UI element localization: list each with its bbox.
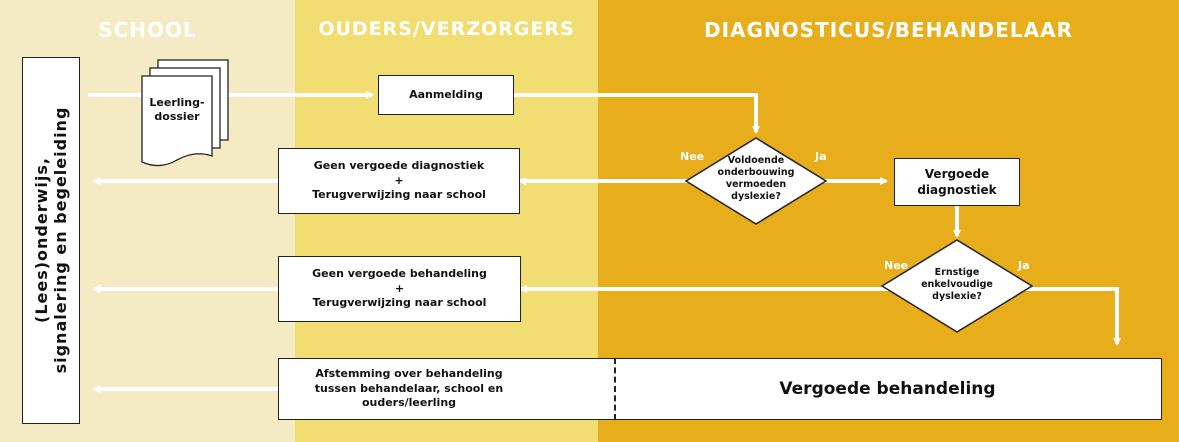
- ouders-header: OUDERS/VERZORGERS: [318, 18, 575, 40]
- afstemming-box: Afstemming over behandeling tussen behan…: [278, 358, 616, 420]
- side-label-line2: signalering en begeleiding: [51, 106, 70, 374]
- decision1-diamond: [684, 137, 828, 225]
- decision2-diamond: [880, 239, 1034, 333]
- school-header: SCHOOL: [98, 18, 197, 42]
- leerlingdossier-label: Leerling- dossier: [149, 96, 205, 123]
- decision1-ja-label: Ja: [815, 150, 827, 163]
- aanmelding-box: Aanmelding: [378, 75, 514, 115]
- vergoede-behandeling-box: Vergoede behandeling: [614, 358, 1162, 420]
- side-label-line1: (Lees)onderwijs,: [31, 157, 51, 323]
- decision2-question: Ernstige enkelvoudige dyslexie?: [921, 267, 993, 302]
- vergoede-diagnostiek-box: Vergoede diagnostiek: [894, 158, 1020, 206]
- decision1-question: Voldoende onderbouwing vermoeden dyslexi…: [717, 155, 795, 202]
- arrow-aanmelding-to-decision1: [514, 93, 760, 134]
- side-label-text: (Lees)onderwijs, signalering en begeleid…: [32, 107, 70, 374]
- diagnosticus-header: DIAGNOSTICUS/BEHANDELAAR: [703, 18, 1074, 42]
- decision2-ja-label: Ja: [1018, 259, 1030, 272]
- arrow-decision2-ja: [1019, 287, 1121, 346]
- geen-vergoede-behandeling-box: Geen vergoede behandeling + Terugverwijz…: [278, 256, 521, 322]
- document-icon: [141, 59, 229, 167]
- dashed-divider: [614, 358, 616, 420]
- geen-vergoede-diagnostiek-box: Geen vergoede diagnostiek + Terugverwijz…: [278, 148, 520, 214]
- decision1-nee-label: Nee: [680, 150, 705, 163]
- side-label-box: [22, 57, 80, 424]
- decision2-nee-label: Nee: [884, 259, 909, 272]
